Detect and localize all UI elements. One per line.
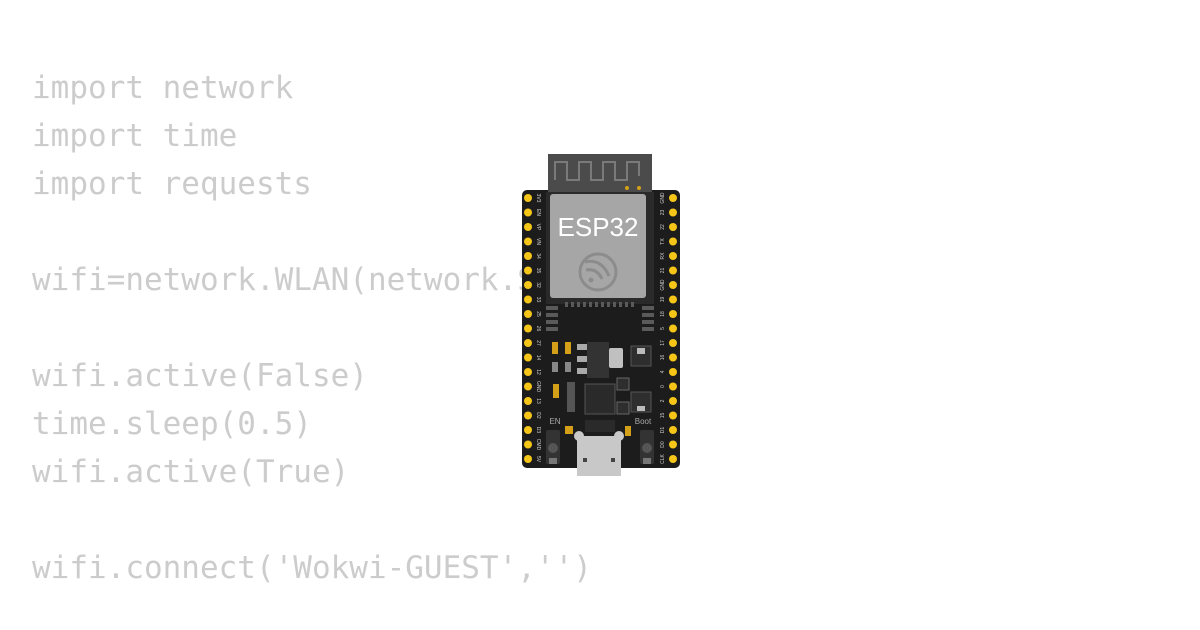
antenna-area <box>548 154 652 194</box>
pin-label: 0 <box>660 385 666 388</box>
pin-pad[interactable] <box>669 455 677 463</box>
pin-label: 34 <box>535 253 541 259</box>
pin-label: 32 <box>535 282 541 288</box>
pin-label: 25 <box>535 311 541 317</box>
pin-label: 23 <box>660 210 666 216</box>
pin-label: EN <box>535 209 541 216</box>
pin-pad[interactable] <box>524 310 532 318</box>
pin-pad[interactable] <box>524 223 532 231</box>
pin-pad[interactable] <box>669 252 677 260</box>
module-label: ESP32 <box>558 212 639 242</box>
voltage-regulator <box>587 342 609 378</box>
pin-pad[interactable] <box>669 310 677 318</box>
pin-pad[interactable] <box>524 440 532 449</box>
pin-label: 15 <box>660 413 666 419</box>
pin-pad[interactable] <box>669 324 677 333</box>
pin-pad[interactable] <box>524 426 532 434</box>
pin-pad[interactable] <box>669 353 677 362</box>
pin-label: 4 <box>660 370 666 373</box>
pin-label: 33 <box>535 297 541 303</box>
pin-pad[interactable] <box>669 368 677 376</box>
pin-pad[interactable] <box>669 208 677 217</box>
pin-label: GND <box>660 192 666 204</box>
usb-uart-chip <box>584 383 616 415</box>
pin-pad[interactable] <box>524 368 532 376</box>
pin-pad[interactable] <box>669 295 677 304</box>
code-line: import time <box>32 118 238 154</box>
pin-pad[interactable] <box>669 426 677 434</box>
en-label: EN <box>549 417 560 426</box>
pin-pad[interactable] <box>524 324 532 333</box>
pin-pad[interactable] <box>669 223 677 231</box>
boot-label: Boot <box>635 417 652 426</box>
pin-label: 21 <box>660 268 666 274</box>
pin-label: 3V3 <box>535 194 541 203</box>
pin-label: 18 <box>660 311 666 317</box>
pin-pad[interactable] <box>669 281 677 289</box>
micro-usb-connector <box>574 420 624 476</box>
pin-label: D2 <box>535 412 541 419</box>
pin-pad[interactable] <box>524 382 532 391</box>
module-pads <box>546 302 654 331</box>
pin-label: 35 <box>535 268 541 274</box>
pin-pad[interactable] <box>524 397 532 405</box>
pin-label: GND <box>535 381 541 393</box>
pin-label: 22 <box>660 224 666 230</box>
pin-pad[interactable] <box>524 455 532 463</box>
pin-label: D0 <box>660 441 666 448</box>
esp32-devkit-board: ESP32 <box>519 152 683 478</box>
pin-pad[interactable] <box>524 339 532 347</box>
pin-label: 19 <box>660 297 666 303</box>
pin-pad[interactable] <box>669 411 677 420</box>
pin-label: 5 <box>660 327 666 330</box>
code-line: wifi.connect('Wokwi-GUEST','') <box>32 550 592 586</box>
code-line: time.sleep(0.5) <box>32 406 312 442</box>
pin-label: CLK <box>660 453 666 463</box>
pin-label: VN <box>535 238 541 245</box>
code-listing: import network import time import reques… <box>32 0 648 586</box>
pin-label: RX <box>660 252 666 260</box>
pin-label: 14 <box>535 355 541 361</box>
pin-label: GND <box>660 279 666 291</box>
pin-pad[interactable] <box>669 440 677 449</box>
pin-label: 12 <box>535 369 541 375</box>
pin-pad[interactable] <box>524 295 532 304</box>
pin-label: 2 <box>660 399 666 402</box>
pin-pad[interactable] <box>669 339 677 347</box>
code-line: import requests <box>32 166 312 202</box>
pin-pad[interactable] <box>524 252 532 260</box>
pin-pad[interactable] <box>524 208 532 217</box>
pin-label: CMD <box>535 439 541 451</box>
pin-pad[interactable] <box>524 281 532 289</box>
pin-pad[interactable] <box>669 266 677 275</box>
pin-pad[interactable] <box>669 382 677 391</box>
pin-label: 13 <box>535 398 541 404</box>
code-line: wifi.active(False) <box>32 358 368 394</box>
pin-label: 26 <box>535 326 541 332</box>
pin-label: TX <box>660 238 666 245</box>
pin-pad[interactable] <box>524 237 532 246</box>
espressif-logo-icon <box>578 252 618 292</box>
pin-label: D1 <box>660 427 666 434</box>
pin-label: 5V <box>535 456 541 463</box>
code-line: wifi.active(True) <box>32 454 350 490</box>
pin-pad[interactable] <box>669 237 677 246</box>
code-line: import network <box>32 70 294 106</box>
pin-label: 27 <box>535 340 541 346</box>
pin-label: 16 <box>660 355 666 361</box>
pin-pad[interactable] <box>669 194 677 202</box>
antenna-trace-icon <box>554 161 640 181</box>
module-shield <box>550 194 646 298</box>
pin-label: VP <box>535 224 541 231</box>
pin-label: 17 <box>660 340 666 346</box>
pin-pad[interactable] <box>524 411 532 420</box>
pin-pad[interactable] <box>524 353 532 362</box>
pin-pad[interactable] <box>669 397 677 405</box>
pin-label: D3 <box>535 427 541 434</box>
pin-pad[interactable] <box>524 266 532 275</box>
smd-components <box>552 342 652 436</box>
pin-pad[interactable] <box>524 194 532 202</box>
